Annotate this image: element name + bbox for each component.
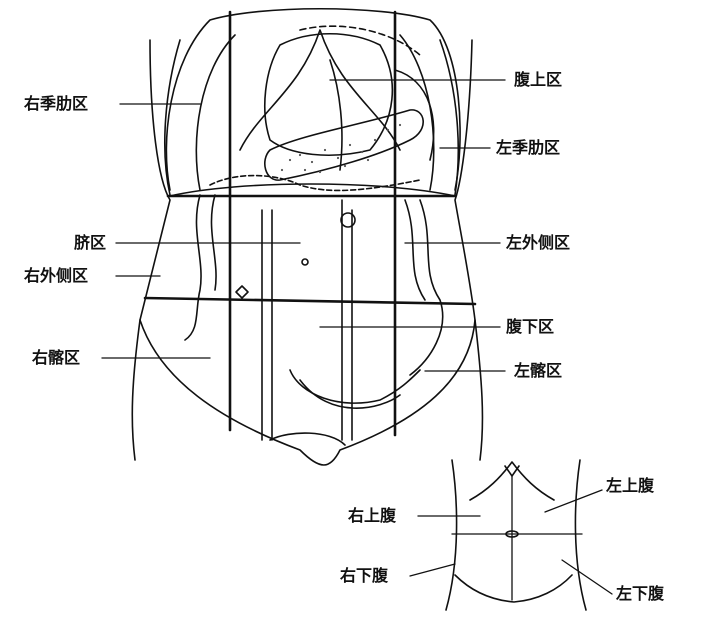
label-right-lower-quadrant: 右下腹: [340, 566, 389, 585]
aorta-vessels: [235, 199, 356, 441]
label-umbilical: 脐区: [74, 233, 107, 252]
liver-stomach: [264, 25, 435, 171]
label-left-iliac: 左髂区: [514, 361, 563, 380]
label-left-hypochondriac: 左季肋区: [496, 138, 561, 157]
region-division-lines: [143, 10, 477, 437]
ribcage-outline: [165, 8, 461, 191]
colon-loops: [184, 174, 444, 446]
label-right-hypochondriac: 右季肋区: [24, 94, 89, 113]
label-left-upper-quadrant: 左上腹: [606, 476, 655, 495]
label-right-iliac: 右髂区: [32, 348, 81, 367]
pancreas: [264, 109, 424, 181]
quadrant-diagram: [409, 459, 613, 611]
leader-lines-nine-regions: [101, 79, 506, 372]
label-hypogastric: 腹下区: [506, 317, 555, 336]
label-epigastric: 腹上区: [514, 70, 563, 89]
label-left-lateral: 左外侧区: [506, 233, 571, 252]
label-right-lateral: 右外侧区: [24, 266, 89, 285]
label-right-upper-quadrant: 右上腹: [348, 506, 397, 525]
label-left-lower-quadrant: 左下腹: [616, 584, 665, 603]
